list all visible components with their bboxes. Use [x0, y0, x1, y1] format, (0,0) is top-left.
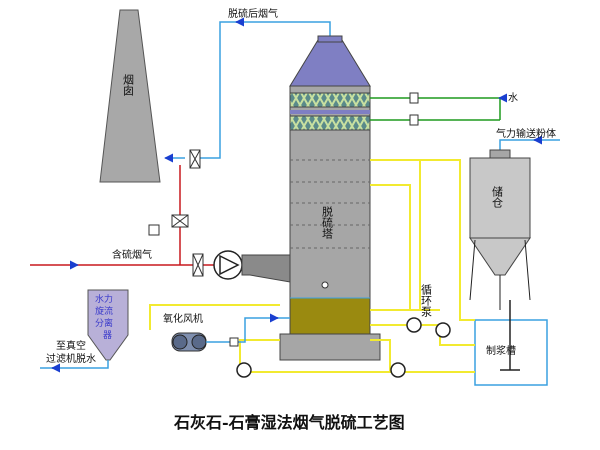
tower-label: 脱硫塔 — [321, 205, 334, 240]
storage-silo: 气力输送粉体 储仓 — [469, 127, 560, 310]
slurry-pool — [289, 297, 371, 335]
clean-gas-duct: 脱硫后烟气 — [164, 7, 331, 163]
pneumatic-label: 气力输送粉体 — [496, 127, 556, 140]
pump-icon — [236, 317, 451, 378]
absorber-tower: 脱硫塔 — [279, 35, 381, 361]
chimney: 烟囱 — [99, 9, 161, 183]
chimney-label: 烟囱 — [122, 73, 135, 96]
nozzle-icon — [290, 159, 370, 249]
vacuum-label-2: 过滤机脱水 — [46, 352, 96, 365]
demister-upper — [289, 92, 371, 108]
water-label: 水 — [508, 92, 518, 104]
hydrocyclone-label-3: 分离 — [95, 317, 113, 329]
chimney-body — [99, 9, 161, 183]
fan-icon — [213, 250, 301, 283]
hydrocyclone-label-1: 水力 — [95, 293, 113, 305]
raw-gas-bypass — [148, 165, 189, 265]
tank-body — [474, 319, 548, 386]
tower-top — [289, 39, 371, 87]
hydrocyclone-label-2: 旋流 — [95, 305, 113, 317]
slurry-tank: 制浆槽 — [474, 300, 548, 386]
valve-icon — [189, 149, 201, 169]
diagram-caption: 石灰石-石膏湿法烟气脱硫工艺图 — [173, 413, 405, 432]
silo-body — [469, 157, 531, 239]
hydrocyclone: 水力 旋流 分离 器 至真空 过滤机脱水 — [40, 289, 129, 373]
raw-gas-label: 含硫烟气 — [112, 248, 152, 261]
slurry-tank-label: 制浆槽 — [486, 344, 516, 357]
circulation-lines: 循环泵 — [149, 159, 475, 378]
raw-gas-inlet: 含硫烟气 — [30, 248, 215, 277]
valve-icon — [409, 114, 419, 126]
demister-lower — [289, 115, 371, 131]
water-lines: 水 — [370, 92, 518, 126]
vacuum-label-1: 至真空 — [56, 339, 86, 352]
clean-gas-label: 脱硫后烟气 — [228, 7, 278, 20]
hydrocyclone-label-4: 器 — [103, 330, 112, 341]
oxidation-fan: 氧化风机 — [163, 312, 290, 352]
oxidation-fan-label: 氧化风机 — [163, 312, 203, 325]
agitator-icon — [500, 300, 520, 371]
circulation-pump-label: 循环泵 — [420, 284, 433, 317]
valve-icon — [409, 92, 419, 104]
storage-label: 储仓 — [491, 185, 504, 208]
